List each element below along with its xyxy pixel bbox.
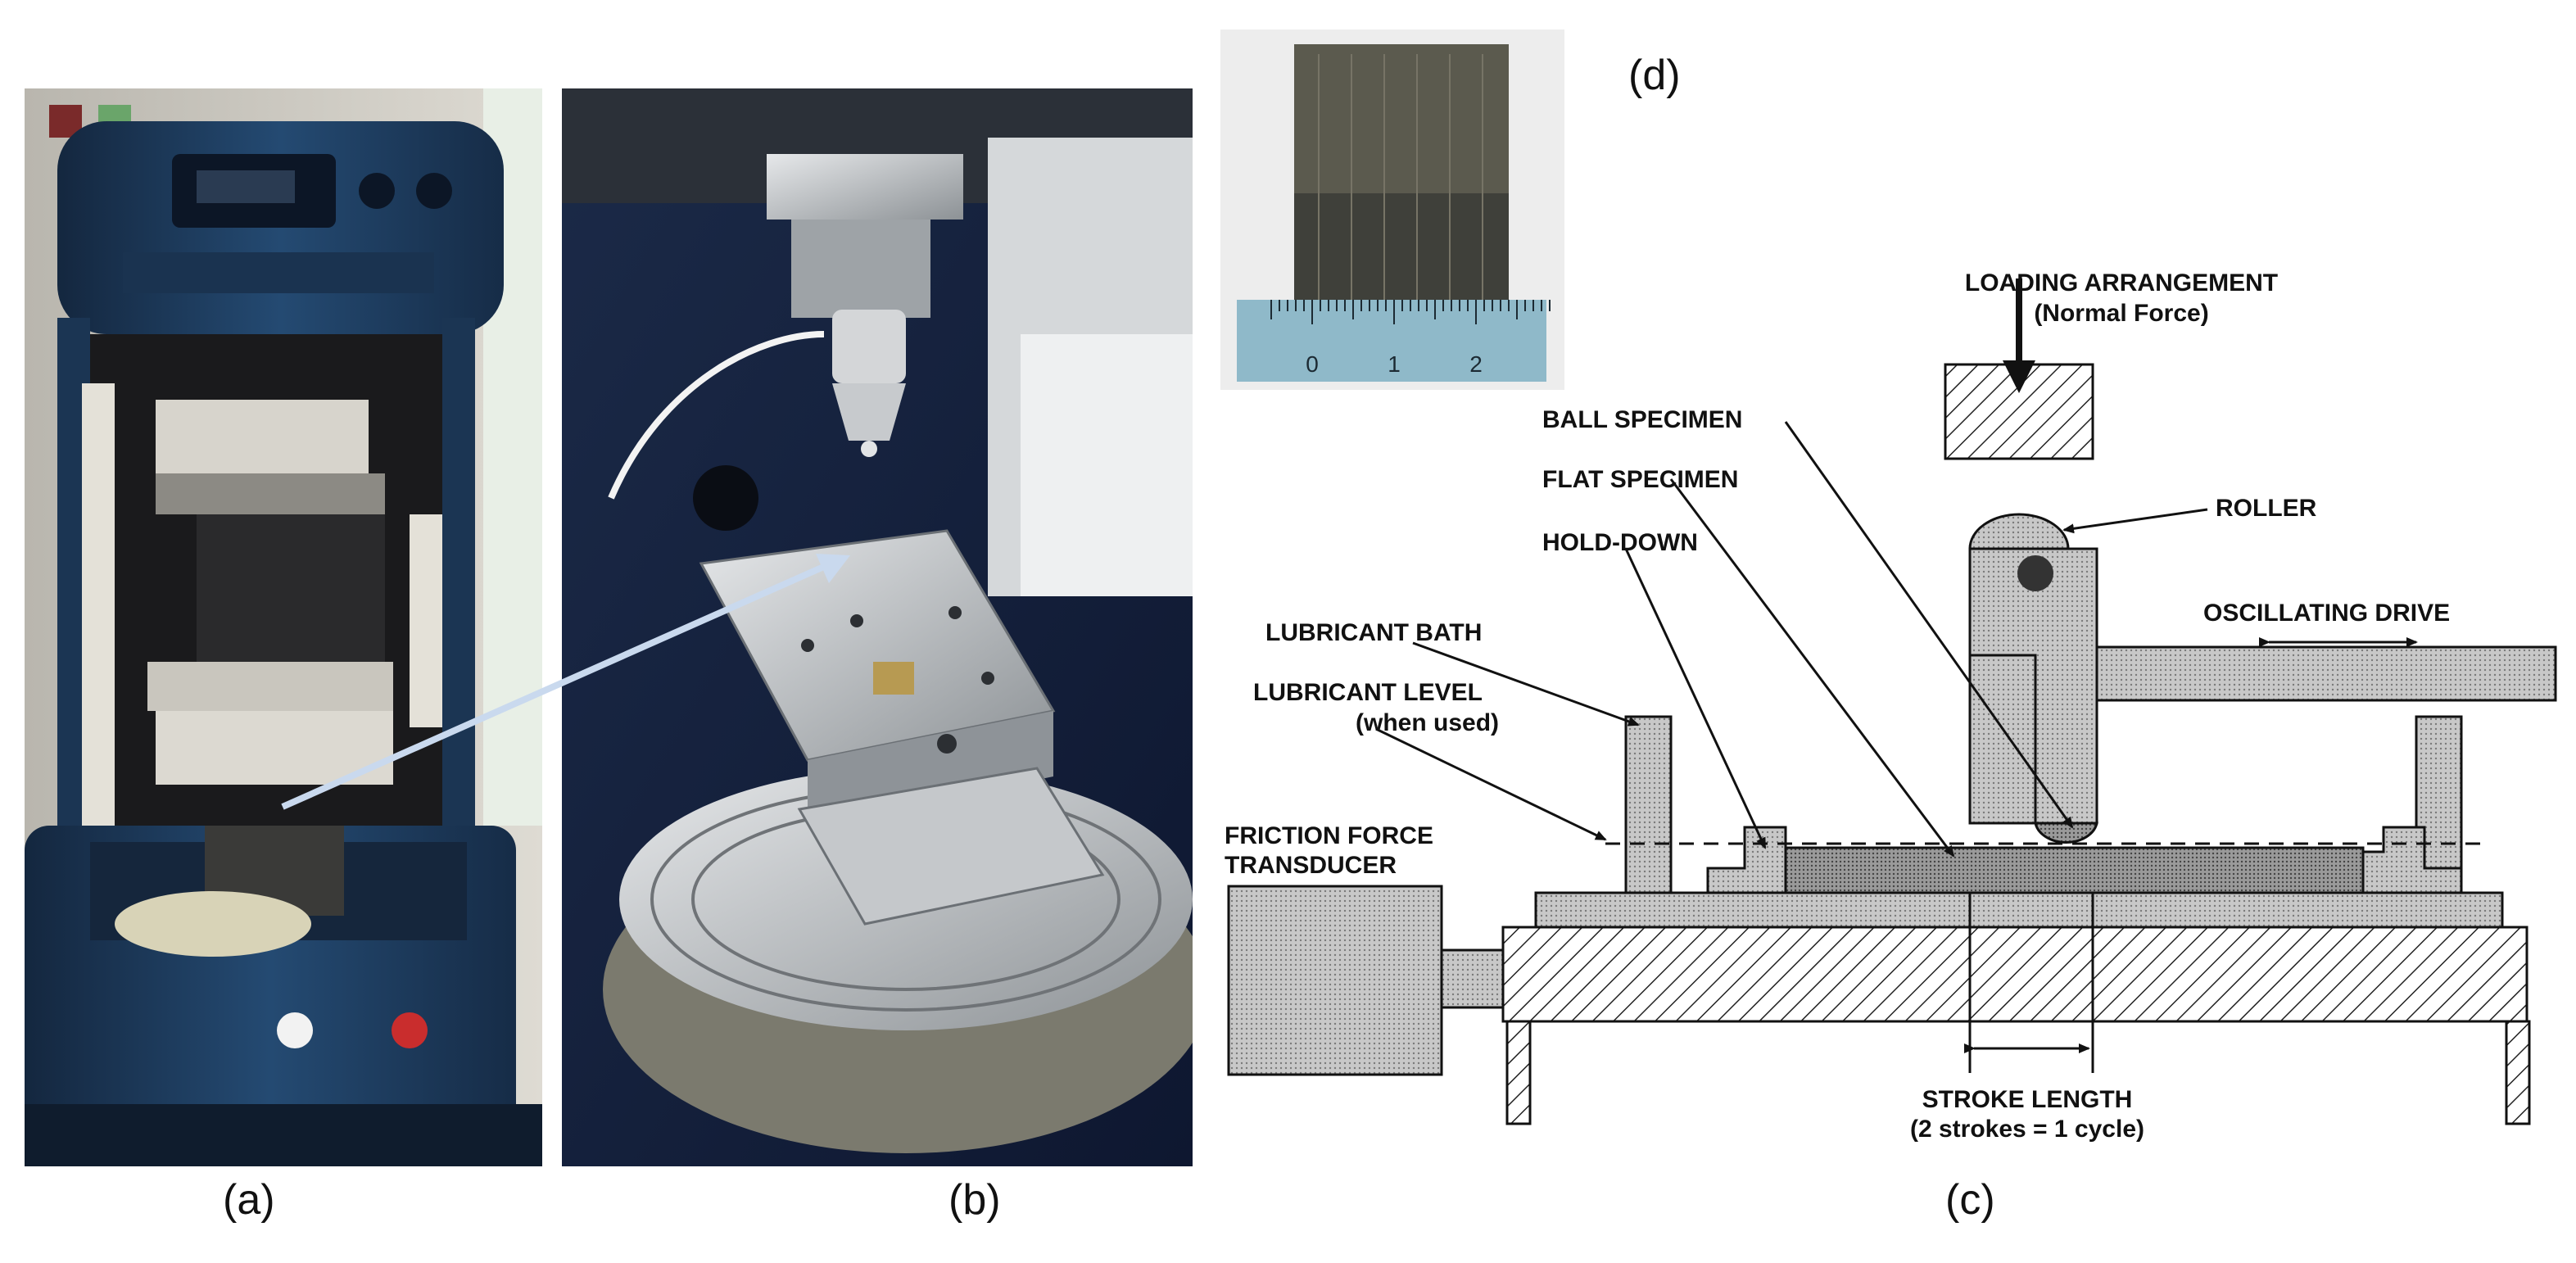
- photo-tribometer: [25, 88, 542, 1166]
- sample-illustration: 0 1 2: [1220, 29, 1564, 390]
- bath-floor: [1534, 891, 2504, 929]
- ruler: [1237, 300, 1546, 382]
- bath-wall-left: [1624, 715, 1673, 899]
- caption-c: (c): [1945, 1176, 1995, 1224]
- carriage: [1501, 926, 2528, 1023]
- ball-specimen: [2034, 822, 2098, 844]
- label-stroke-length: STROKE LENGTH: [1922, 1086, 2133, 1113]
- drive-rod: [2095, 645, 2557, 702]
- label-ball-specimen: BALL SPECIMEN: [1542, 406, 1742, 433]
- ruler-label-1: 1: [1388, 351, 1401, 377]
- ruler-label-2: 2: [1469, 351, 1483, 377]
- label-oscillating-drive: OSCILLATING DRIVE: [2203, 600, 2450, 627]
- ruler-label-0: 0: [1306, 351, 1319, 377]
- carriage-foot-left: [1505, 1020, 1532, 1125]
- label-hold-down: HOLD-DOWN: [1542, 529, 1698, 556]
- photo-sample: 0 1 2: [1220, 29, 1564, 390]
- label-loading-arrangement: LOADING ARRANGEMENT: [1965, 269, 2278, 297]
- tribometer-illustration: [25, 88, 542, 1166]
- roller: [1968, 513, 2070, 550]
- label-flat-specimen: FLAT SPECIMEN: [1542, 466, 1738, 493]
- schematic-diagram: LOADING ARRANGEMENT (Normal Force) BALL …: [1225, 269, 2557, 1143]
- label-when-used: (when used): [1356, 709, 1499, 736]
- label-friction-force: FRICTION FORCE: [1225, 822, 1433, 849]
- flat-specimen: [1784, 846, 2365, 894]
- label-lubricant-level: LUBRICANT LEVEL: [1253, 679, 1483, 706]
- caption-a: (a): [223, 1176, 275, 1224]
- label-normal-force: (Normal Force): [2034, 300, 2208, 327]
- photo-test-stage: [562, 88, 1193, 1166]
- caption-d: (d): [1628, 52, 1681, 99]
- caption-b: (b): [948, 1176, 1001, 1224]
- transducer-shaft: [1440, 948, 1505, 1009]
- hold-down-right: [2361, 826, 2463, 894]
- test-stage-illustration: [562, 88, 1193, 1166]
- friction-transducer: [1227, 885, 1443, 1076]
- label-transducer: TRANSDUCER: [1225, 852, 1397, 879]
- label-lubricant-bath: LUBRICANT BATH: [1265, 619, 1482, 646]
- label-stroke-note: (2 strokes = 1 cycle): [1910, 1116, 2144, 1143]
- label-roller: ROLLER: [2216, 495, 2317, 522]
- carriage-foot-right: [2505, 1020, 2531, 1125]
